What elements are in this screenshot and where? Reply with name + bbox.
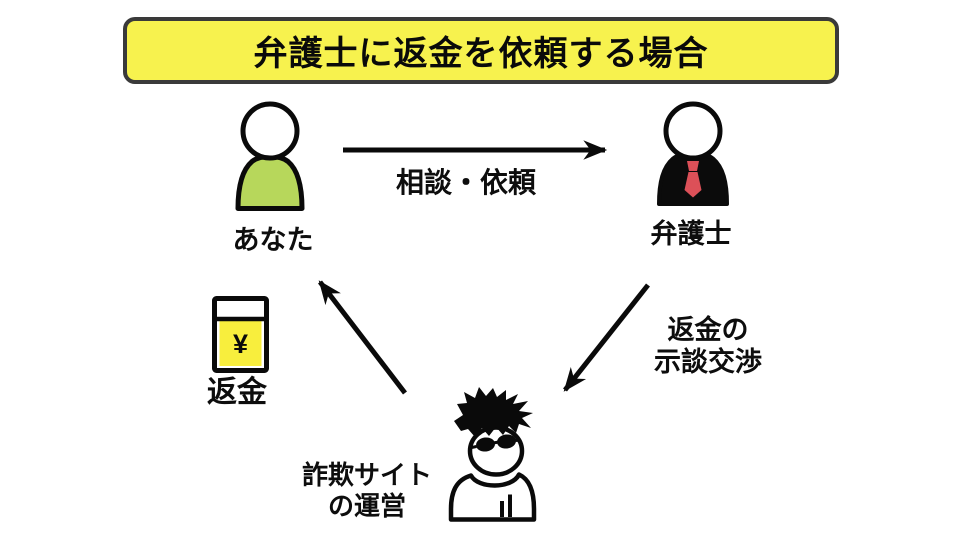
refund-label: 返金 bbox=[207, 376, 267, 409]
negotiate-arrow bbox=[563, 283, 650, 392]
spiky-hair-icon bbox=[454, 387, 533, 437]
title-banner: 弁護士に返金を依頼する場合 bbox=[123, 17, 839, 84]
you-label: あなた bbox=[232, 225, 314, 255]
scammer-label-line2: の運営 bbox=[327, 491, 406, 522]
sunglasses-icon bbox=[471, 434, 521, 452]
negotiate-label-line2: 示談交渉 bbox=[654, 347, 762, 378]
scammer-person-icon bbox=[448, 387, 537, 522]
page-title: 弁護士に返金を依頼する場合 bbox=[253, 35, 709, 73]
lawyer-label: 弁護士 bbox=[650, 219, 732, 249]
negotiate-label-line1: 返金の bbox=[667, 315, 749, 345]
you-person-icon bbox=[235, 101, 305, 211]
lawyer-person-icon bbox=[657, 101, 729, 206]
necktie-icon bbox=[684, 161, 702, 198]
yen-symbol: ¥ bbox=[233, 329, 248, 359]
money-icon: ¥ bbox=[212, 296, 269, 373]
negotiate-arrow-label: 返金の 示談交渉 bbox=[608, 314, 808, 379]
scammer-label: 詐欺サイト の運営 bbox=[267, 460, 467, 522]
scammer-label-line1: 詐欺サイト bbox=[301, 460, 432, 490]
refund-arrow bbox=[318, 280, 407, 395]
consult-arrow-label: 相談・依頼 bbox=[395, 167, 536, 198]
